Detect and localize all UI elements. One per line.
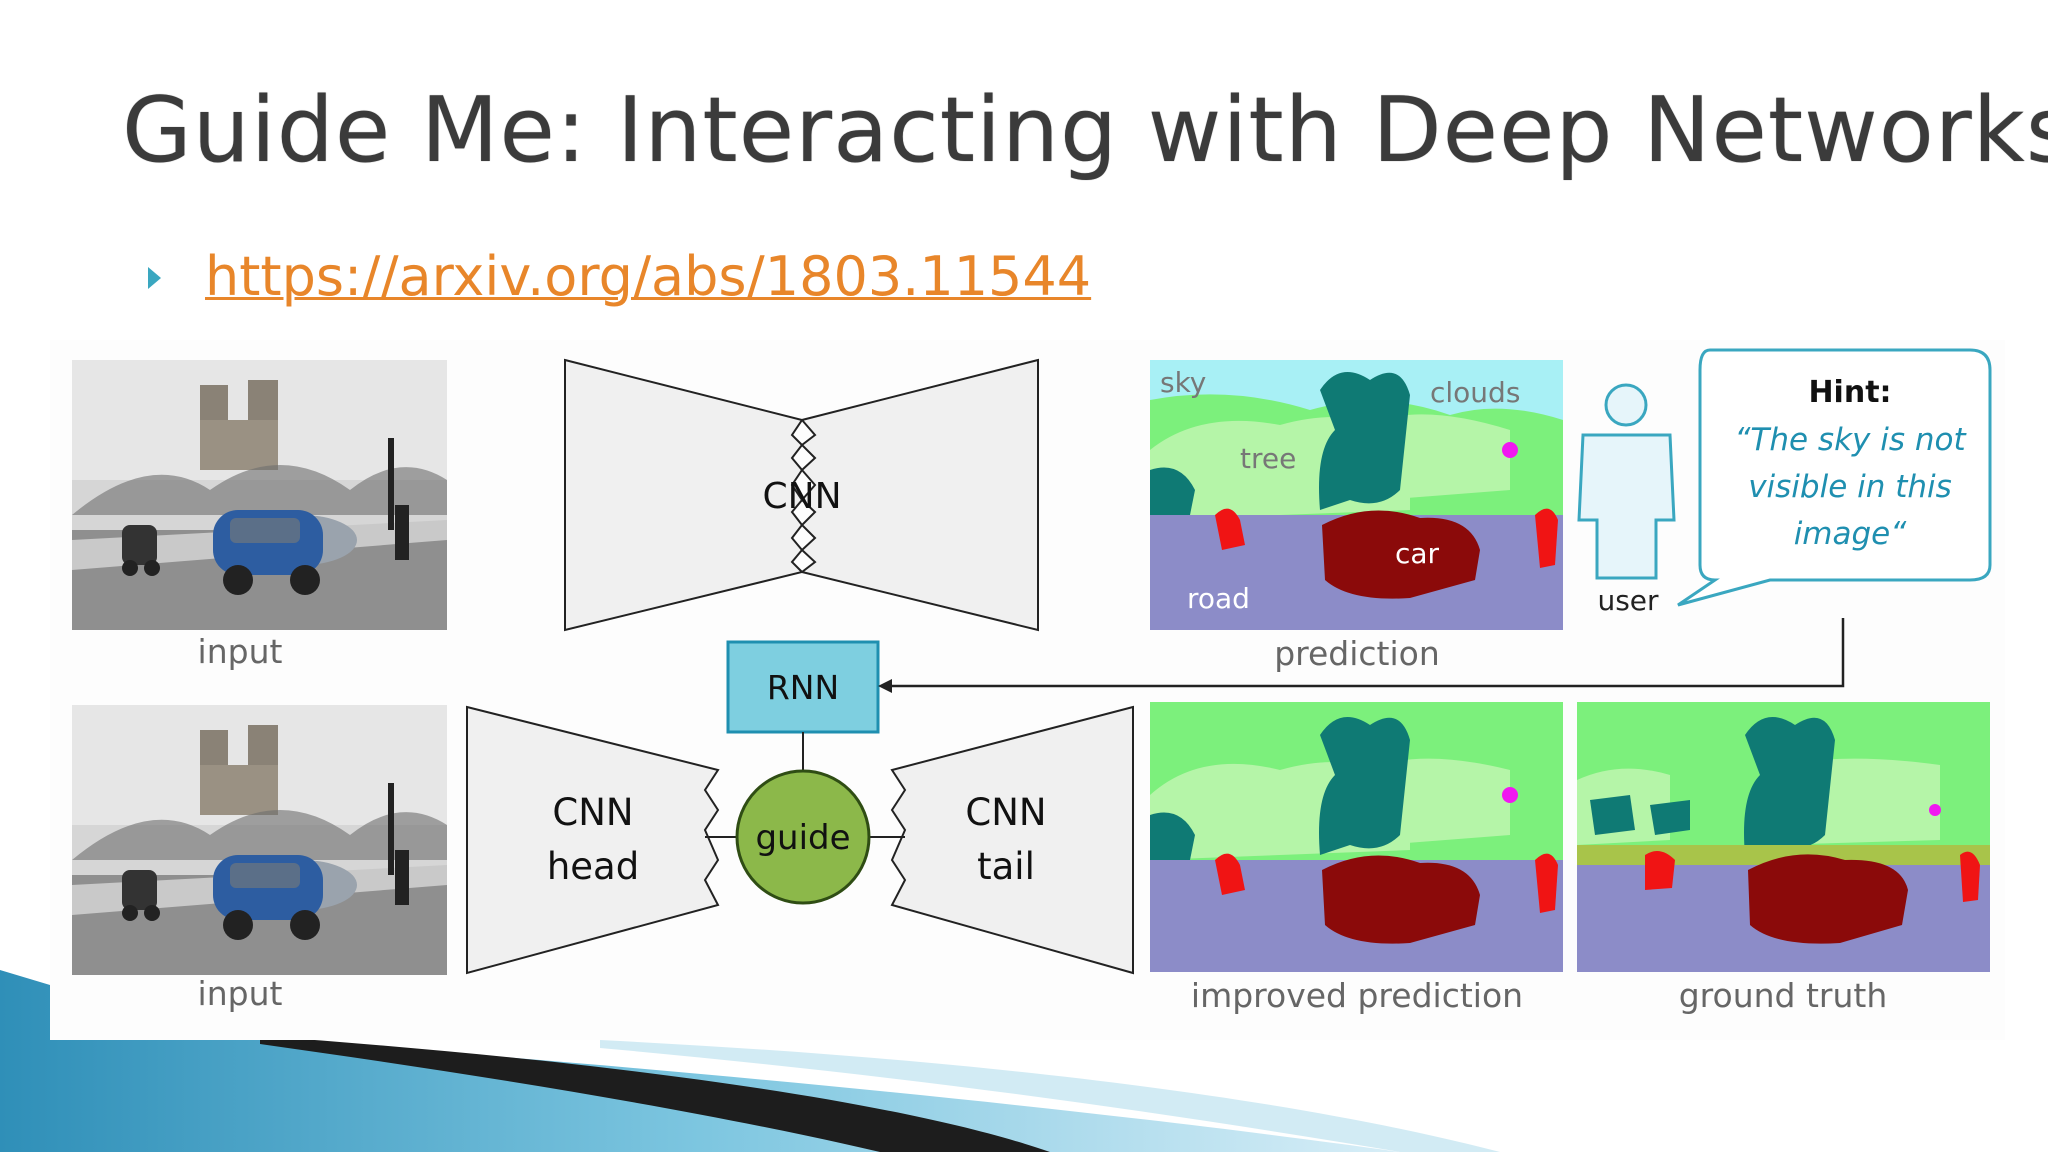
guide-me-diagram: input input CNN RNN CNN head CNN tail [72, 348, 1992, 1015]
cnn-head-label-line2: head [547, 845, 639, 888]
slide-title: Guide Me: Interacting with Deep Networks [122, 78, 2048, 183]
improved-prediction-segmentation [1150, 702, 1563, 972]
feedback-arrow-head-icon [878, 679, 892, 693]
ground-truth-segmentation [1577, 702, 1990, 972]
seg-label-tree: tree [1240, 442, 1296, 475]
cnn-tail-label-line2: tail [977, 845, 1035, 888]
hint-line3: image“ [1794, 516, 1908, 552]
input-photo-top [72, 360, 447, 630]
cnn-head-shape [466, 705, 720, 975]
improved-prediction-label: improved prediction [1191, 976, 1523, 1015]
ground-truth-label: ground truth [1679, 976, 1888, 1015]
rnn-label: RNN [767, 668, 839, 707]
seg-label-sky: sky [1160, 366, 1206, 399]
user-label: user [1597, 584, 1659, 617]
input-label-top: input [198, 632, 283, 671]
arxiv-link[interactable]: https://arxiv.org/abs/1803.11544 [205, 245, 1092, 308]
cnn-decoder-shape [799, 358, 1039, 632]
cnn-tail-shape [890, 705, 1134, 975]
input-photo-bottom [72, 705, 447, 975]
seg-label-car: car [1395, 537, 1440, 570]
cnn-encoder-shape [564, 358, 804, 632]
guide-node [735, 769, 871, 905]
cnn-tail-label-line1: CNN [965, 791, 1046, 834]
hint-title: Hint: [1808, 375, 1891, 410]
input-label-bottom: input [198, 974, 283, 1013]
cnn-head-label-line1: CNN [552, 791, 633, 834]
hint-line2: visible in this [1748, 469, 1952, 505]
cnn-label: CNN [763, 476, 842, 517]
seg-label-road: road [1187, 582, 1250, 615]
prediction-segmentation [1150, 360, 1563, 630]
guide-label: guide [755, 818, 850, 858]
bullet-arrow-icon [148, 267, 161, 289]
hint-line1: “The sky is not [1734, 422, 1967, 458]
figure-panel: input input CNN RNN CNN head CNN tail [50, 340, 2005, 1040]
feedback-arrow-line [888, 618, 1845, 688]
prediction-label: prediction [1274, 634, 1440, 673]
hint-bubble [1677, 348, 1992, 607]
user-icon [1577, 383, 1676, 580]
seg-label-clouds: clouds [1430, 376, 1520, 409]
